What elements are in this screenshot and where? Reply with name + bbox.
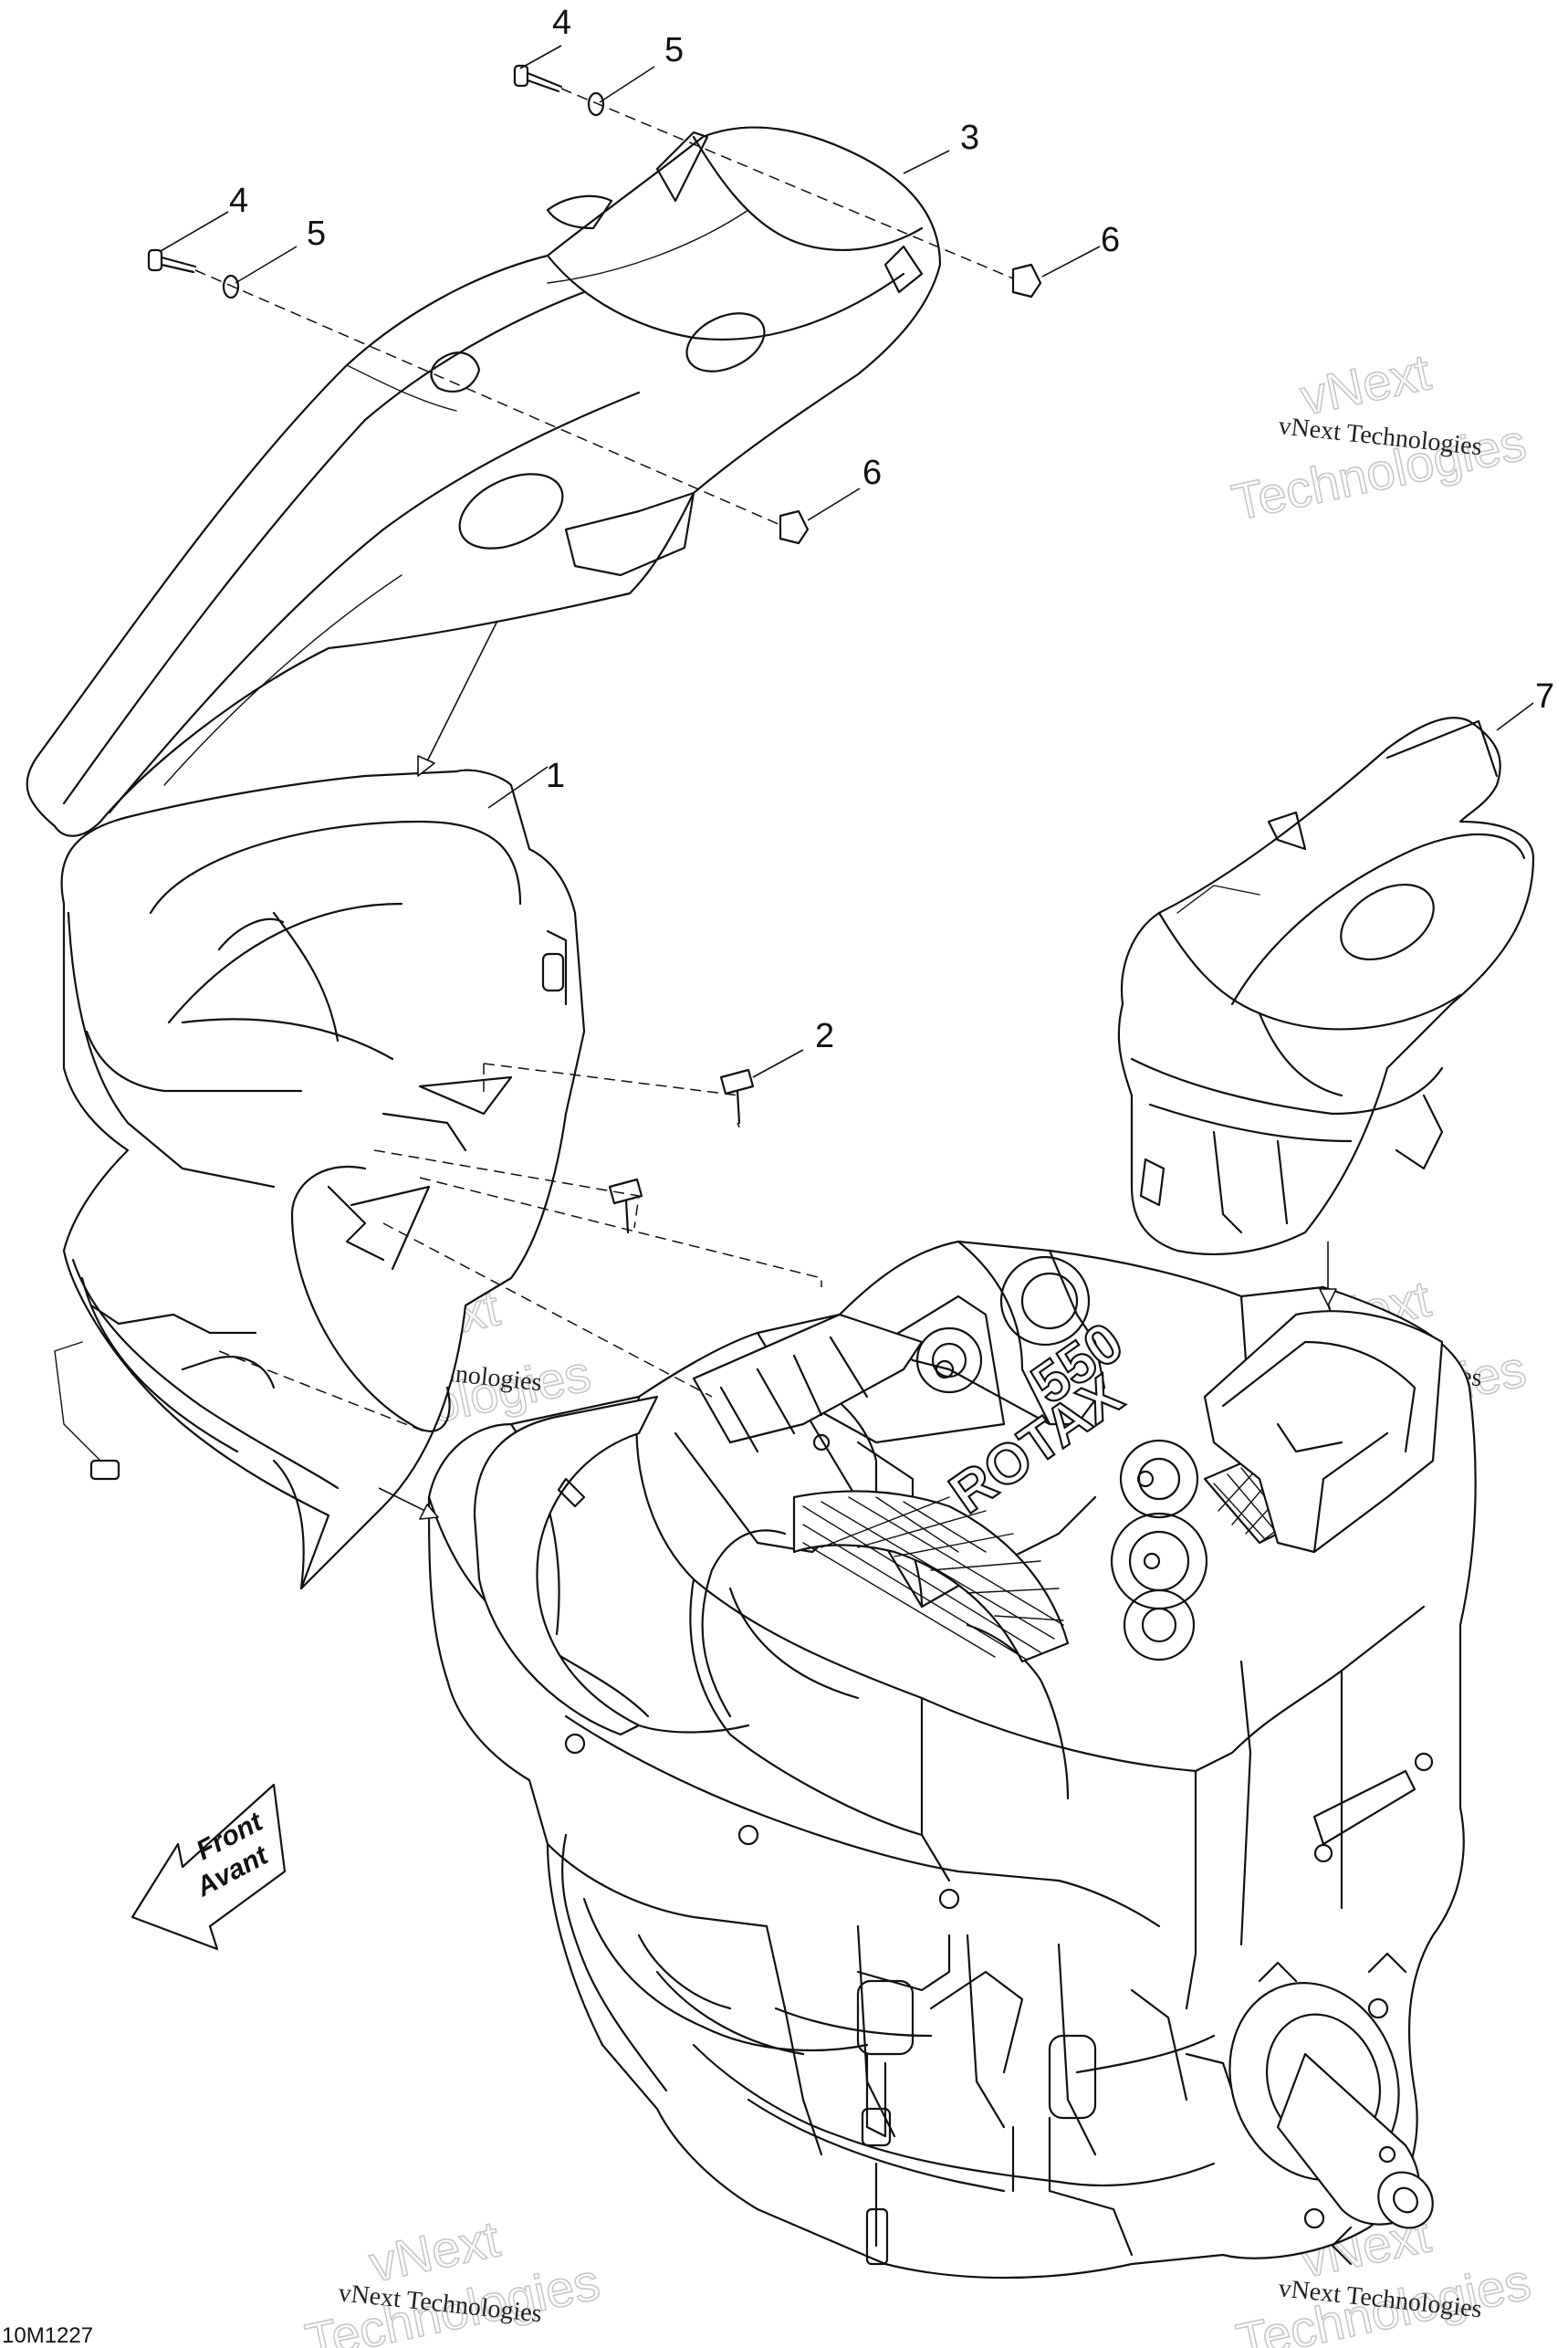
screw-part-2-left xyxy=(608,1178,643,1234)
front-direction-arrow: Front Avant xyxy=(131,1783,287,1951)
part-7-air-intake-duct xyxy=(1117,717,1535,1255)
part-3-upper-air-duct xyxy=(26,126,942,837)
callout-part-4-lower: 4 xyxy=(229,182,248,220)
clip-nut-part-6-upper xyxy=(1011,263,1042,299)
callout-part-5-lower: 5 xyxy=(307,215,326,253)
callout-part-6-upper: 6 xyxy=(1101,221,1120,259)
callout-part-2: 2 xyxy=(815,1017,834,1055)
callout-part-4-upper: 4 xyxy=(552,4,571,42)
callout-part-3: 3 xyxy=(960,119,979,157)
screw-part-4-upper xyxy=(513,64,563,93)
screw-part-4-lower xyxy=(147,248,197,274)
drawing-reference-code: 10M1227 xyxy=(2,2323,93,2348)
callout-part-7: 7 xyxy=(1535,677,1554,716)
callout-part-1: 1 xyxy=(546,757,565,795)
assembly-dashed-lines xyxy=(194,88,1014,1434)
fasteners xyxy=(147,64,1042,1234)
washer-part-5-lower xyxy=(222,274,240,299)
engine-assembly: ROTAX 550 xyxy=(427,1240,1477,2280)
watermark-top-right: vNext Technologies vNext Technologies xyxy=(1227,341,1531,531)
watermark-bottom-left: vNext Technologies vNext Technologies xyxy=(300,2208,605,2348)
washer-part-5-upper xyxy=(587,91,605,117)
part-1-fan-housing xyxy=(54,769,586,1590)
callout-leaders xyxy=(160,45,1534,1078)
callout-labels: 1 2 3 4 4 5 5 6 6 7 xyxy=(229,4,1554,1055)
assembly-arrows xyxy=(378,620,1337,1520)
clip-nut-part-6-lower xyxy=(779,509,810,545)
callout-part-5-upper: 5 xyxy=(664,31,684,69)
callout-part-6-lower: 6 xyxy=(862,454,882,492)
watermark-outline-top: vNext xyxy=(1295,342,1436,425)
screw-part-2-right xyxy=(719,1068,755,1125)
